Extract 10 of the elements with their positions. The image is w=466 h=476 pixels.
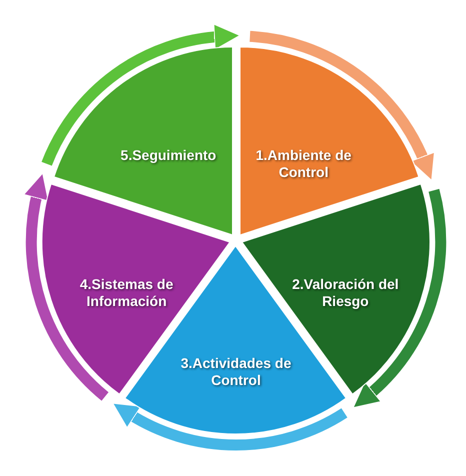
segment-label: 2.Valoración del Riesgo bbox=[291, 276, 400, 310]
curved-arrow bbox=[42, 23, 242, 166]
segment-label: 4.Sistemas de Información bbox=[78, 276, 174, 310]
curved-arrow bbox=[249, 30, 435, 182]
curved-arrow bbox=[110, 403, 348, 450]
curved-arrow bbox=[22, 171, 109, 401]
segment-label: 3.Actividades de Control bbox=[180, 355, 292, 390]
curved-arrow bbox=[352, 189, 446, 410]
segment-label: 5.Seguimiento bbox=[120, 146, 218, 164]
segment-label: 1.Ambiente de Control bbox=[254, 146, 352, 181]
